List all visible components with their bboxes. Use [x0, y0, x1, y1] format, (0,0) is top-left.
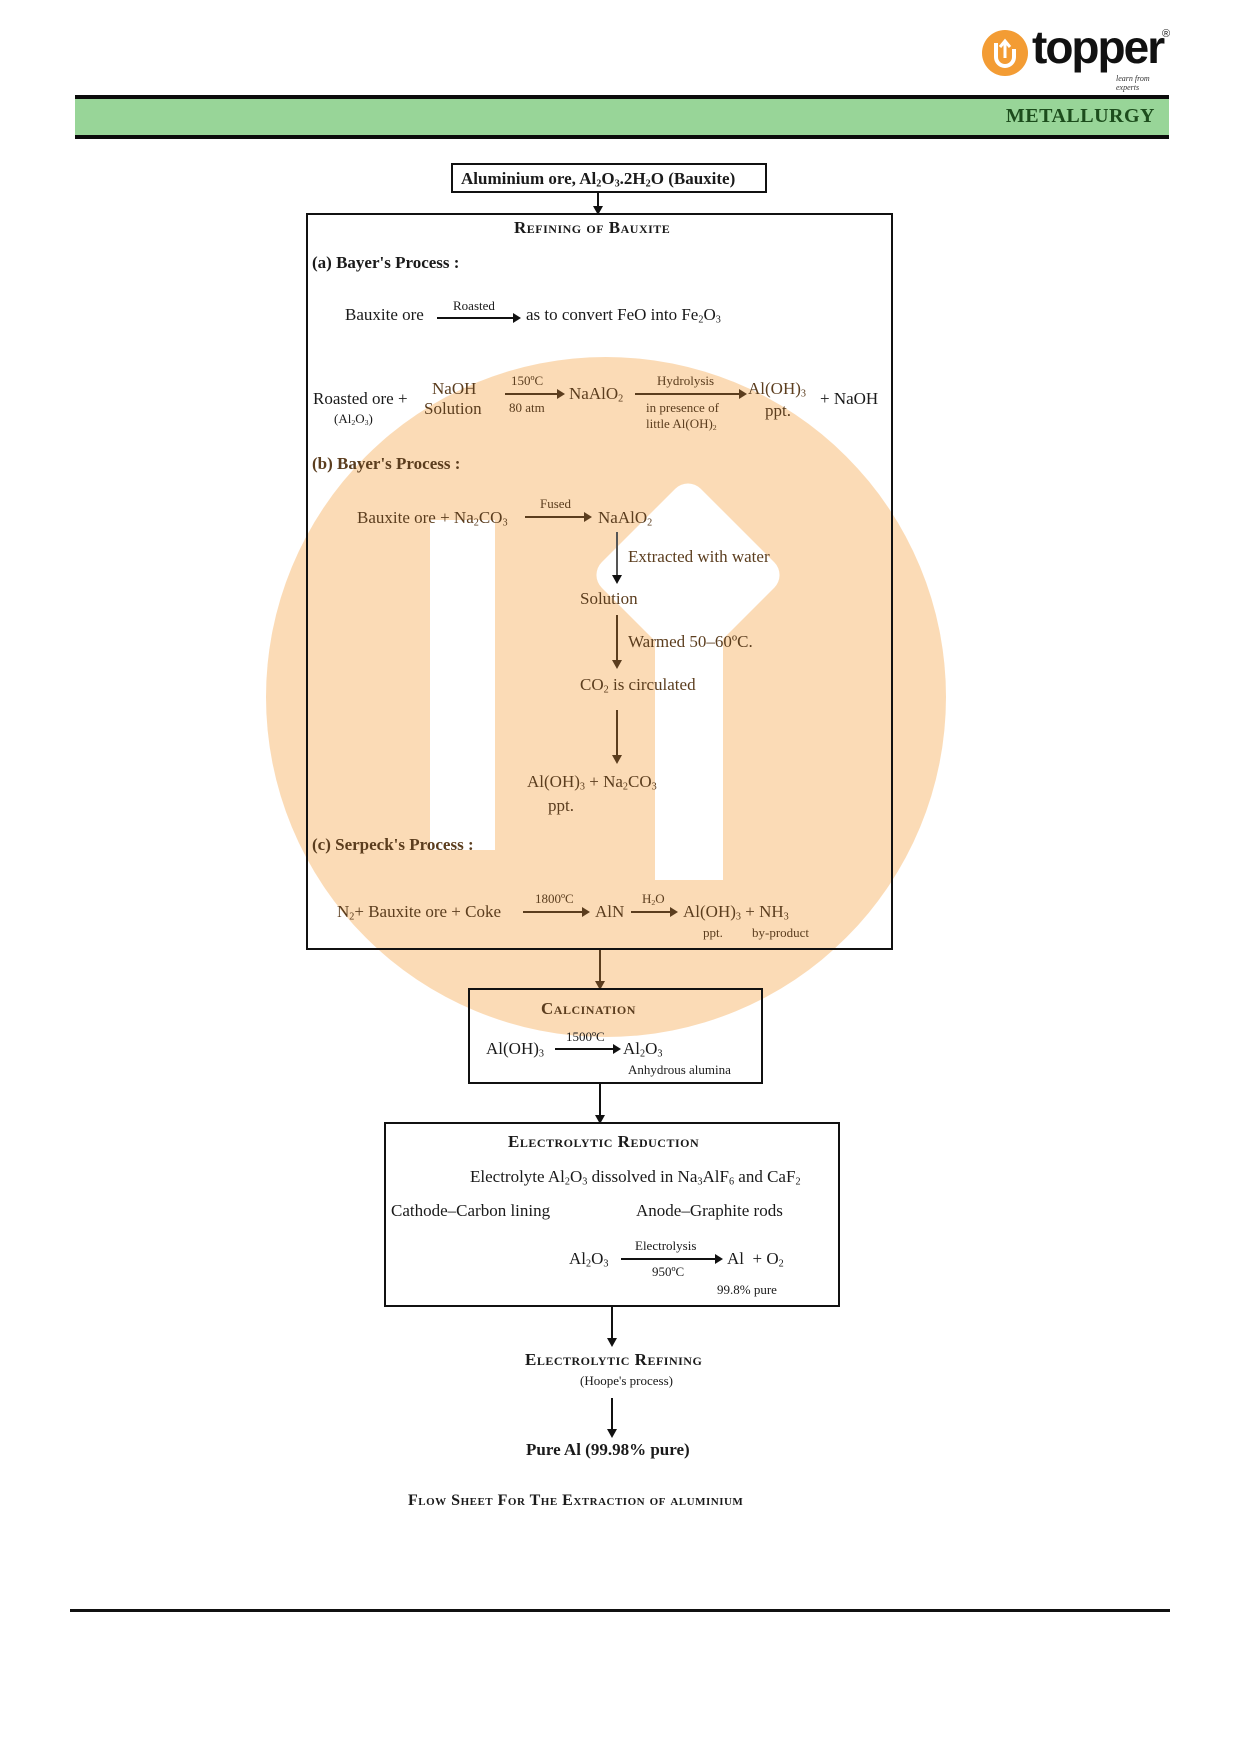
bayer-b-arrow [525, 512, 592, 522]
cathode-label: Cathode–Carbon lining [391, 1201, 551, 1220]
calcination-right: Al2O3 [623, 1039, 663, 1060]
bayer-b-step2-arrow [612, 615, 622, 669]
bayer-b-reactants: Bauxite ore + Na2CO3 [357, 508, 508, 529]
bayer-a-reagent-top: NaOH [432, 379, 477, 398]
serpeck-arrow2 [631, 907, 678, 917]
serpeck-intermediate: AlN [595, 902, 625, 921]
watermark-u-left [430, 520, 495, 850]
flow-arrow-ore-to-refining [593, 193, 603, 215]
bayer-b-step2-result: CO2 is circulated [580, 675, 696, 696]
electrolyte-description: Electrolyte Al2O3 dissolved in Na3AlF6 a… [470, 1167, 801, 1188]
section-title: METALLURGY [1005, 105, 1155, 127]
bayer-a-arrow2 [635, 389, 747, 399]
bayer-b-heading: (b) Bayer's Process : [312, 454, 461, 473]
ore-box: Aluminium ore, Al2O3.2H2O (Bauxite) [451, 163, 767, 193]
bayer-b-final: Al(OH)3 + Na2CO3 [527, 772, 657, 793]
reduction-purity: 99.8% pure [717, 1282, 777, 1297]
electrolytic-reduction-box [384, 1122, 840, 1307]
serpeck-byproduct-note: by-product [752, 925, 810, 940]
bayer-b-step1-arrow [612, 532, 622, 584]
bayer-a-heading: (a) Bayer's Process : [312, 253, 460, 272]
serpeck-reactants: N2+ Bauxite ore + Coke [337, 902, 502, 923]
electrolytic-reduction-title: Electrolytic Reduction [508, 1132, 700, 1151]
bayer-b-step3-arrow [612, 710, 622, 764]
bayer-a-arrow1-top: 150ºC [511, 373, 544, 388]
logo-tagline: learn from experts [1116, 74, 1150, 92]
flow-arrow-calcination-to-reduction [595, 1084, 605, 1124]
final-product: Pure Al (99.98% pure) [526, 1440, 690, 1459]
reduction-left: Al2O3 [569, 1249, 609, 1270]
refining-box [306, 213, 893, 950]
serpeck-arrow1-label: 1800ºC [535, 891, 574, 906]
ore-label: Aluminium ore, Al2O3.2H2O (Bauxite) [461, 169, 736, 190]
bayer-a-arrow2-bottom1: in presence of [646, 400, 719, 415]
calcination-title: Calcination [541, 999, 636, 1018]
bayer-a-eq2-left: Roasted ore + [313, 389, 408, 408]
bayer-a-arrow1 [505, 389, 565, 399]
serpeck-arrow1 [523, 907, 590, 917]
bayer-a-arrow2-bottom2: little Al(OH)2 [646, 416, 717, 432]
calcination-note: Anhydrous alumina [628, 1062, 731, 1077]
electrolytic-refining-title: Electrolytic Refining [525, 1350, 703, 1369]
serpeck-products: Al(OH)3 + NH3 [683, 902, 789, 923]
refining-title: Refining of Bauxite [514, 218, 671, 237]
electrolytic-refining-subtitle: (Hoope's process) [580, 1373, 673, 1388]
bayer-b-final-note: ppt. [548, 796, 574, 815]
logo-u-icon [982, 30, 1028, 76]
reduction-arrow [621, 1254, 723, 1264]
reduction-arrow-top: Electrolysis [635, 1238, 697, 1253]
bayer-a-eq1-arrow-label: Roasted [453, 298, 495, 313]
bayer-a-intermediate: NaAlO2 [569, 384, 624, 405]
bayer-b-step1-result: Solution [580, 589, 638, 608]
bayer-a-eq1-arrow [437, 313, 521, 323]
bayer-b-step1-label: Extracted with water [628, 547, 770, 566]
calcination-left: Al(OH)3 [486, 1039, 544, 1060]
bayer-a-arrow1-bottom: 80 atm [509, 400, 545, 415]
anode-label: Anode–Graphite rods [636, 1201, 783, 1220]
flow-arrow-refining-to-pure [607, 1398, 617, 1438]
watermark-circle [266, 357, 946, 1037]
bayer-a-arrow2-top: Hydrolysis [657, 373, 715, 388]
header-band: METALLURGY [75, 95, 1169, 139]
registered-mark: ® [1162, 28, 1171, 40]
bayer-a-reagent-bottom: Solution [424, 399, 482, 418]
topper-logo: topper ® learn from experts [982, 21, 1172, 92]
calcination-box [468, 988, 763, 1084]
flow-arrow-refining-to-calcination [595, 950, 605, 990]
bayer-a-product: Al(OH)3 [748, 379, 806, 400]
logo-wordmark: topper [1032, 21, 1165, 73]
calcination-arrow [555, 1044, 621, 1054]
serpeck-heading: (c) Serpeck's Process : [312, 835, 474, 854]
reduction-arrow-bottom: 950ºC [652, 1264, 685, 1279]
flow-arrow-reduction-to-refining [607, 1307, 617, 1347]
bayer-a-eq1-right: as to convert FeO into Fe2O3 [526, 305, 721, 326]
calcination-arrow-label: 1500ºC [566, 1029, 605, 1044]
bayer-b-arrow-label: Fused [540, 496, 572, 511]
bayer-a-byproduct: + NaOH [820, 389, 879, 408]
footer-divider [70, 1609, 1170, 1612]
bayer-a-eq1-left: Bauxite ore [345, 305, 424, 324]
bayer-b-product: NaAlO2 [598, 508, 653, 529]
serpeck-product-note: ppt. [703, 925, 723, 940]
serpeck-arrow2-label: H2O [642, 891, 665, 907]
bayer-a-eq2-left-sub: (Al2O3) [334, 411, 373, 427]
bayer-b-step2-label: Warmed 50–60ºC. [628, 632, 753, 651]
bayer-a-product-note: ppt. [765, 401, 791, 420]
reduction-right: Al + O2 [727, 1249, 784, 1270]
figure-caption: Flow Sheet For The Extraction of alumini… [408, 1492, 744, 1509]
